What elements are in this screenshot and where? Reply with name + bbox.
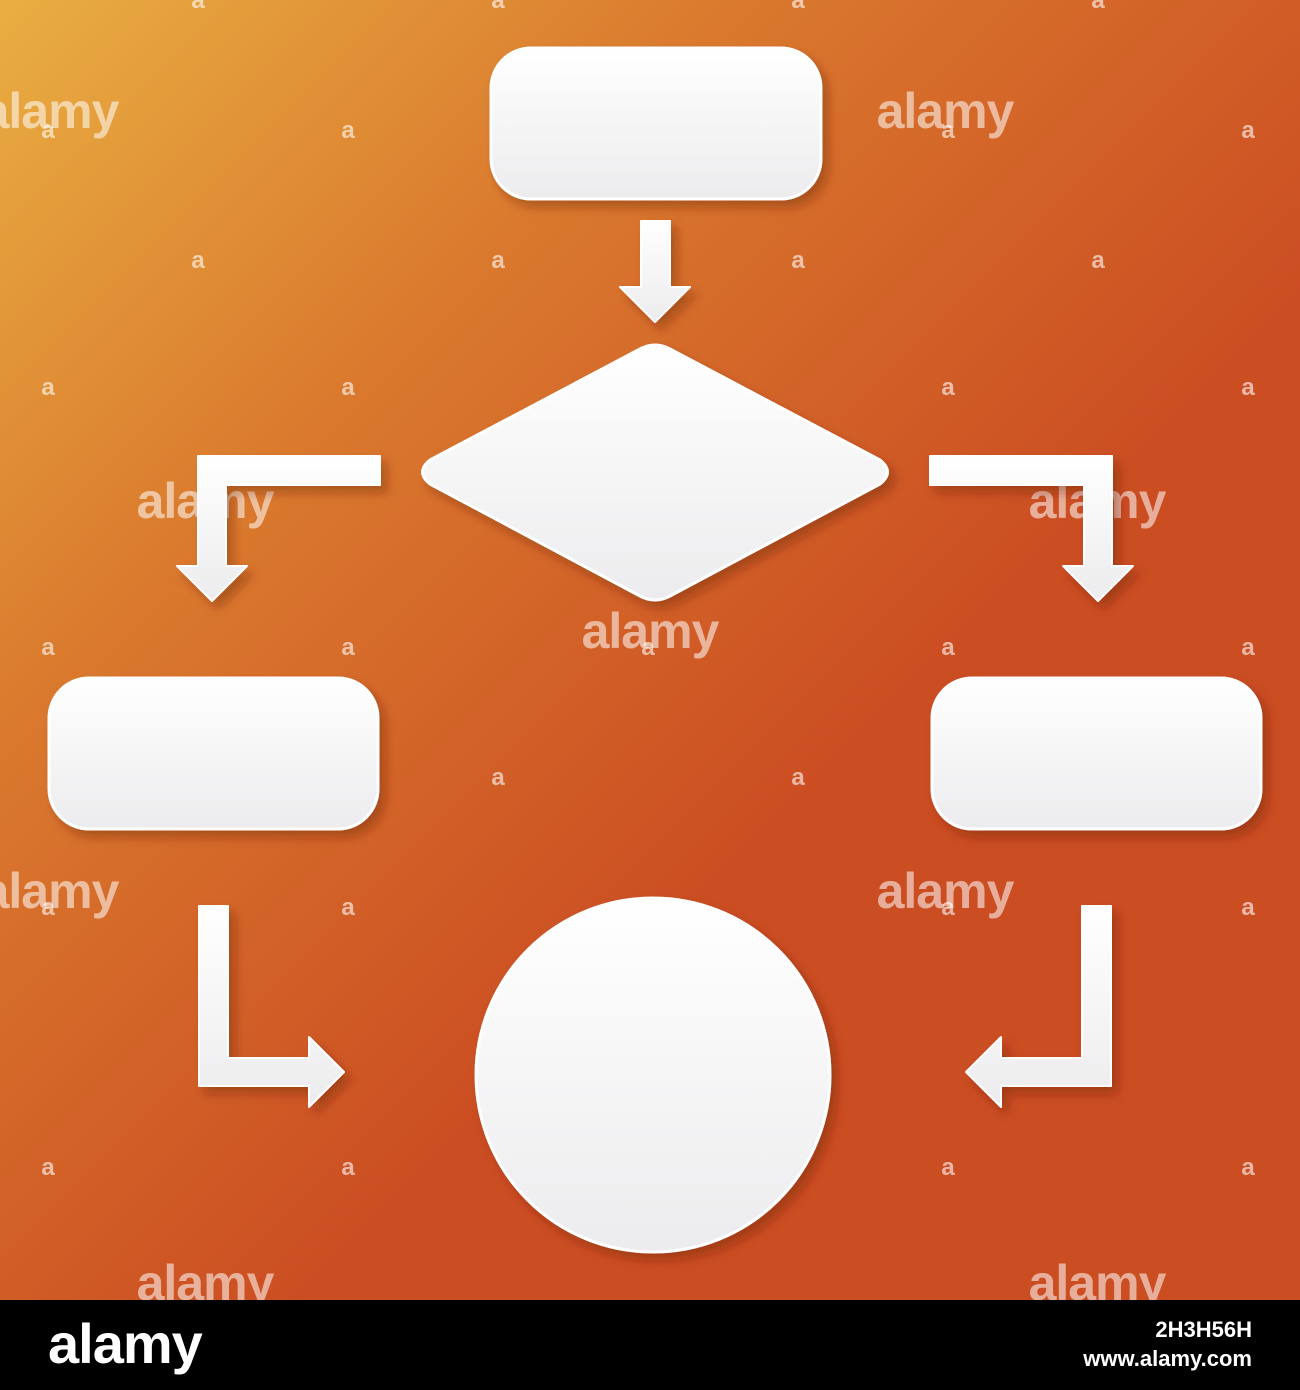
start-terminator-shape [489,46,823,201]
watermark-text: alamy [1029,1255,1167,1300]
watermark-letter: a [791,764,805,791]
arrow-right-bend-down-icon [929,455,1134,602]
watermark-text: alamy [137,1255,275,1300]
watermark-letter: a [191,247,205,274]
watermark-letter: a [1091,0,1105,14]
watermark-letter: a [41,1154,55,1181]
watermark-letter: a [1091,247,1105,274]
watermark-letter: a [341,374,355,401]
watermark-letter: a [791,247,805,274]
watermark-letter: a [941,374,955,401]
watermark-letter: a [941,634,955,661]
watermark-letter: a [41,374,55,401]
decision-diamond-shape [421,343,889,602]
image-id-label: 2H3H56H [1155,1317,1252,1342]
watermark-text: alamy [877,83,1015,139]
watermark-letter: a [641,634,655,661]
watermark-letter: a [1241,374,1255,401]
site-url-link[interactable]: www.alamy.com [1083,1346,1252,1371]
watermark-letter: a [41,634,55,661]
watermark-letter: a [1241,1154,1255,1181]
watermark-letter: a [341,117,355,144]
watermark-letter: a [191,0,205,14]
watermark-text: alamy [582,603,720,659]
watermark-letter: a [1241,117,1255,144]
watermark-text: alamy [0,83,120,139]
watermark-text: alamy [0,863,120,919]
arrow-down-bend-right-icon [198,905,345,1108]
arrow-down-icon [619,220,691,323]
watermark-letter: a [941,894,955,921]
watermark-letter: a [941,117,955,144]
right-process-shape [930,676,1263,831]
end-connector-shape [474,896,832,1254]
watermark-letter: a [41,894,55,921]
footer-bar: alamy 2H3H56H www.alamy.com [0,1300,1300,1390]
watermark-letter: a [791,0,805,14]
brand-logo: alamy [48,1312,203,1375]
watermark-text: alamy [877,863,1015,919]
arrow-down-bend-left-icon [965,905,1112,1108]
watermark-letter: a [341,634,355,661]
watermark-letter: a [1241,634,1255,661]
flowchart-diagram: alamyalamyalamyalamyalamyalamyalamyalamy… [0,0,1300,1300]
left-process-shape [47,676,380,831]
watermark-letter: a [41,117,55,144]
image-info: 2H3H56H www.alamy.com [1083,1316,1252,1374]
watermark-letter: a [491,247,505,274]
watermark-letter: a [341,1154,355,1181]
watermark-letter: a [491,764,505,791]
watermark-letter: a [941,1154,955,1181]
watermark-letter: a [491,0,505,14]
watermark-letter: a [1241,894,1255,921]
arrow-left-bend-down-icon [176,455,381,602]
watermark-letter: a [341,894,355,921]
